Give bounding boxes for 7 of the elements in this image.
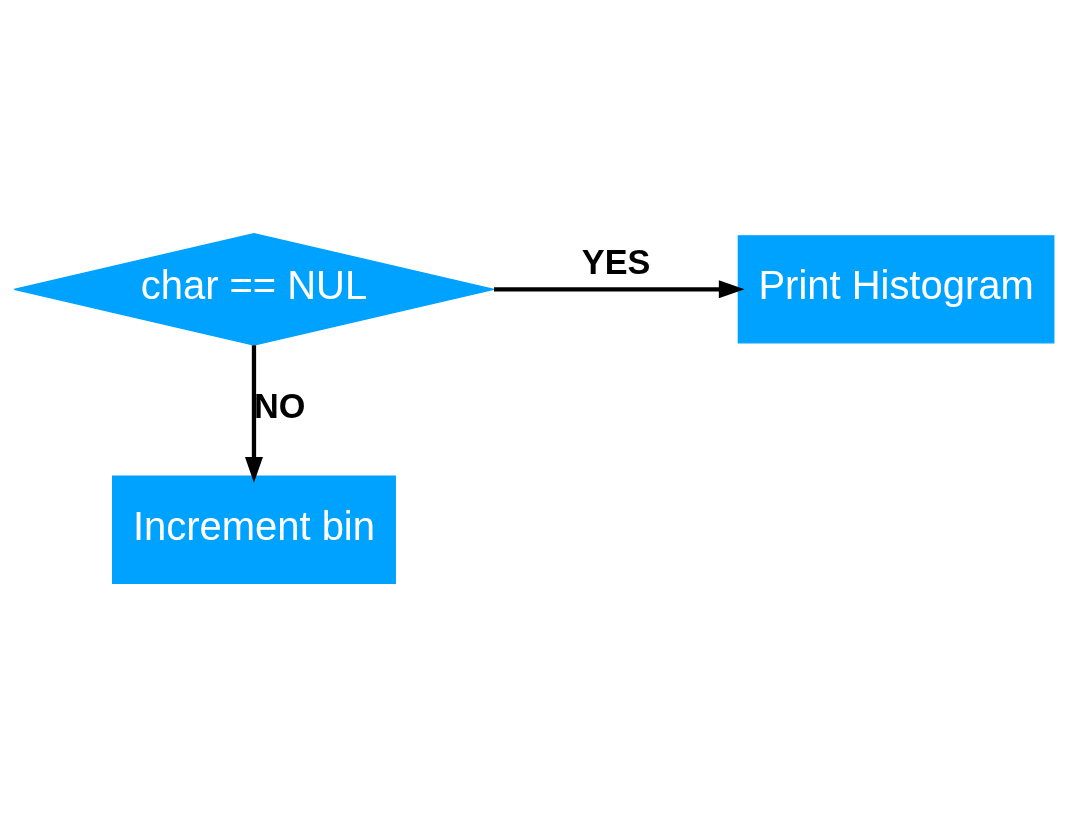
edge-label: NO <box>253 387 306 426</box>
node-box: Increment bin <box>112 475 396 584</box>
edge-label: YES <box>581 242 651 281</box>
arrow <box>494 280 745 299</box>
arrow <box>244 345 263 483</box>
node-box: Print Histogram <box>737 235 1055 344</box>
node-diamond: char == NUL <box>13 232 495 346</box>
